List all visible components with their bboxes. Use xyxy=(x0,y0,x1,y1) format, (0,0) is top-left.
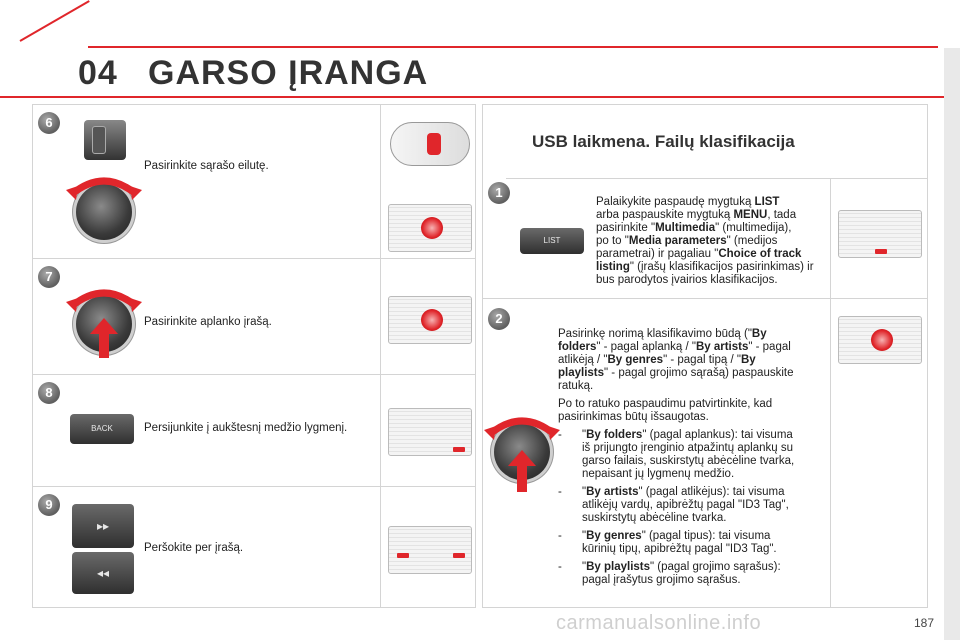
text-line: po to "Media parameters" (medijos xyxy=(596,235,778,247)
text-line: parametrai) ir pagaliau "Choice of track xyxy=(596,248,802,260)
list-dash: - xyxy=(558,530,562,542)
text-line: kūrinių tipų, apibrėžtų pagal "ID3 Tag". xyxy=(582,543,777,555)
chapter-number: 04 xyxy=(78,54,118,92)
previous-track-button-icon: ◂◂ xyxy=(72,552,134,594)
row-divider xyxy=(32,258,476,259)
radio-panel-thumbnail xyxy=(838,316,922,364)
list-dash: - xyxy=(558,429,562,441)
list-dash: - xyxy=(558,486,562,498)
step-badge-7: 7 xyxy=(38,266,60,288)
text-line: "By playlists" (pagal grojimo sąrašus): xyxy=(582,561,781,573)
right-column-divider xyxy=(830,178,831,608)
step-8-text: Persijunkite į aukštesnį medžio lygmenį. xyxy=(144,422,348,434)
list-button-icon: LIST xyxy=(520,228,584,254)
step-7-text: Pasirinkite aplanko įrašą. xyxy=(144,316,272,328)
header-rule xyxy=(0,96,960,98)
text-line: atlikėjų vardų, apibrėžtų pagal "ID3 Tag… xyxy=(582,499,789,511)
page-title: GARSO ĮRANGA xyxy=(148,54,429,92)
page-number: 187 xyxy=(914,616,935,630)
step-badge-6: 6 xyxy=(38,112,60,134)
header-top-rule xyxy=(88,46,938,48)
next-track-button-icon: ▸▸ xyxy=(72,504,134,548)
text-line: Palaikykite paspaudę mygtuką LIST xyxy=(596,196,780,208)
text-line: nepaisant jų lygmenų medžio. xyxy=(582,468,735,480)
step-6-text: Pasirinkite sąrašo eilutę. xyxy=(144,160,269,172)
step-badge-8: 8 xyxy=(38,382,60,404)
section-heading: USB laikmena. Failų klasifikacija xyxy=(532,132,795,151)
watermark: carmanualsonline.info xyxy=(556,612,762,634)
text-line: pasirinkimas būtų išsaugotas. xyxy=(558,411,709,423)
step-badge-2: 2 xyxy=(488,308,510,330)
press-arrow-icon xyxy=(508,450,536,492)
text-line: "By genres" (pagal tipus): tai visuma xyxy=(582,530,771,542)
rotate-arrow-icon xyxy=(484,417,560,440)
press-arrow-icon xyxy=(90,318,118,358)
list-item: - "By folders" (pagal aplankus): tai visu… xyxy=(558,429,824,481)
row-divider xyxy=(482,298,928,299)
step-9-text: Peršokite per įrašą. xyxy=(144,542,244,554)
radio-panel-thumbnail xyxy=(838,210,922,258)
text-line: "By folders" (pagal aplankus): tai visum… xyxy=(582,429,793,441)
radio-panel-thumbnail xyxy=(388,204,472,252)
text-line: pasirinkite "Multimedia" (multimedija), xyxy=(596,222,792,234)
radio-panel-thumbnail xyxy=(388,526,472,574)
rotary-knob-icon xyxy=(76,184,132,240)
list-item: - "By playlists" (pagal grojimo sąrašus):… xyxy=(558,561,824,587)
rotate-arrow-icon xyxy=(66,177,142,200)
step-badge-1: 1 xyxy=(488,182,510,204)
row-divider xyxy=(32,486,476,487)
text-line: folders" - pagal aplanką / "By artists" … xyxy=(558,341,791,353)
text-line: playlists" - pagal grojimo sąrašą) paspa… xyxy=(558,367,794,379)
list-dash: - xyxy=(558,561,562,573)
steering-control-thumbnail xyxy=(390,122,470,166)
text-line: suskirstytų abėcėline tvarka. xyxy=(582,512,727,524)
text-line: garso failais, suskirstytų abėcėline tva… xyxy=(582,455,795,467)
text-line: "By artists" (pagal atlikėjus): tai visu… xyxy=(582,486,785,498)
thumbwheel-control-icon xyxy=(84,120,126,160)
text-line: arba paspauskite mygtuką MENU, tada xyxy=(596,209,797,221)
text-line: Pasirinkę norimą klasifikavimo būdą ("By xyxy=(558,328,767,340)
step-2-text: Pasirinkę norimą klasifikavimo būdą ("By… xyxy=(558,328,824,587)
text-line: ratuką. xyxy=(558,380,594,392)
text-line: bus parodytos įvairios klasifikacijos. xyxy=(596,274,778,286)
back-button-icon: BACK xyxy=(70,414,134,444)
radio-panel-thumbnail xyxy=(388,408,472,456)
header-diagonal-rule xyxy=(19,0,90,42)
text-line: iš prijungto įrenginio atpažintų aplankų… xyxy=(582,442,793,454)
text-line: pagal įrašytus grojimo sąrašus. xyxy=(582,574,741,586)
side-tab-bar xyxy=(944,48,960,640)
step-badge-9: 9 xyxy=(38,494,60,516)
text-line: listing" (įrašų klasifikacijos pasirinki… xyxy=(596,261,814,273)
text-line: atlikėją / "By genres" - pagal tipą / "B… xyxy=(558,354,756,366)
left-column-divider xyxy=(380,104,381,608)
row-divider xyxy=(32,374,476,375)
list-item: - "By artists" (pagal atlikėjus): tai vis… xyxy=(558,486,824,525)
text-line: Po to ratuko paspaudimu patvirtinkite, k… xyxy=(558,398,773,410)
rotate-arrow-icon xyxy=(66,289,142,312)
radio-panel-thumbnail xyxy=(388,296,472,344)
row-divider xyxy=(506,178,928,179)
